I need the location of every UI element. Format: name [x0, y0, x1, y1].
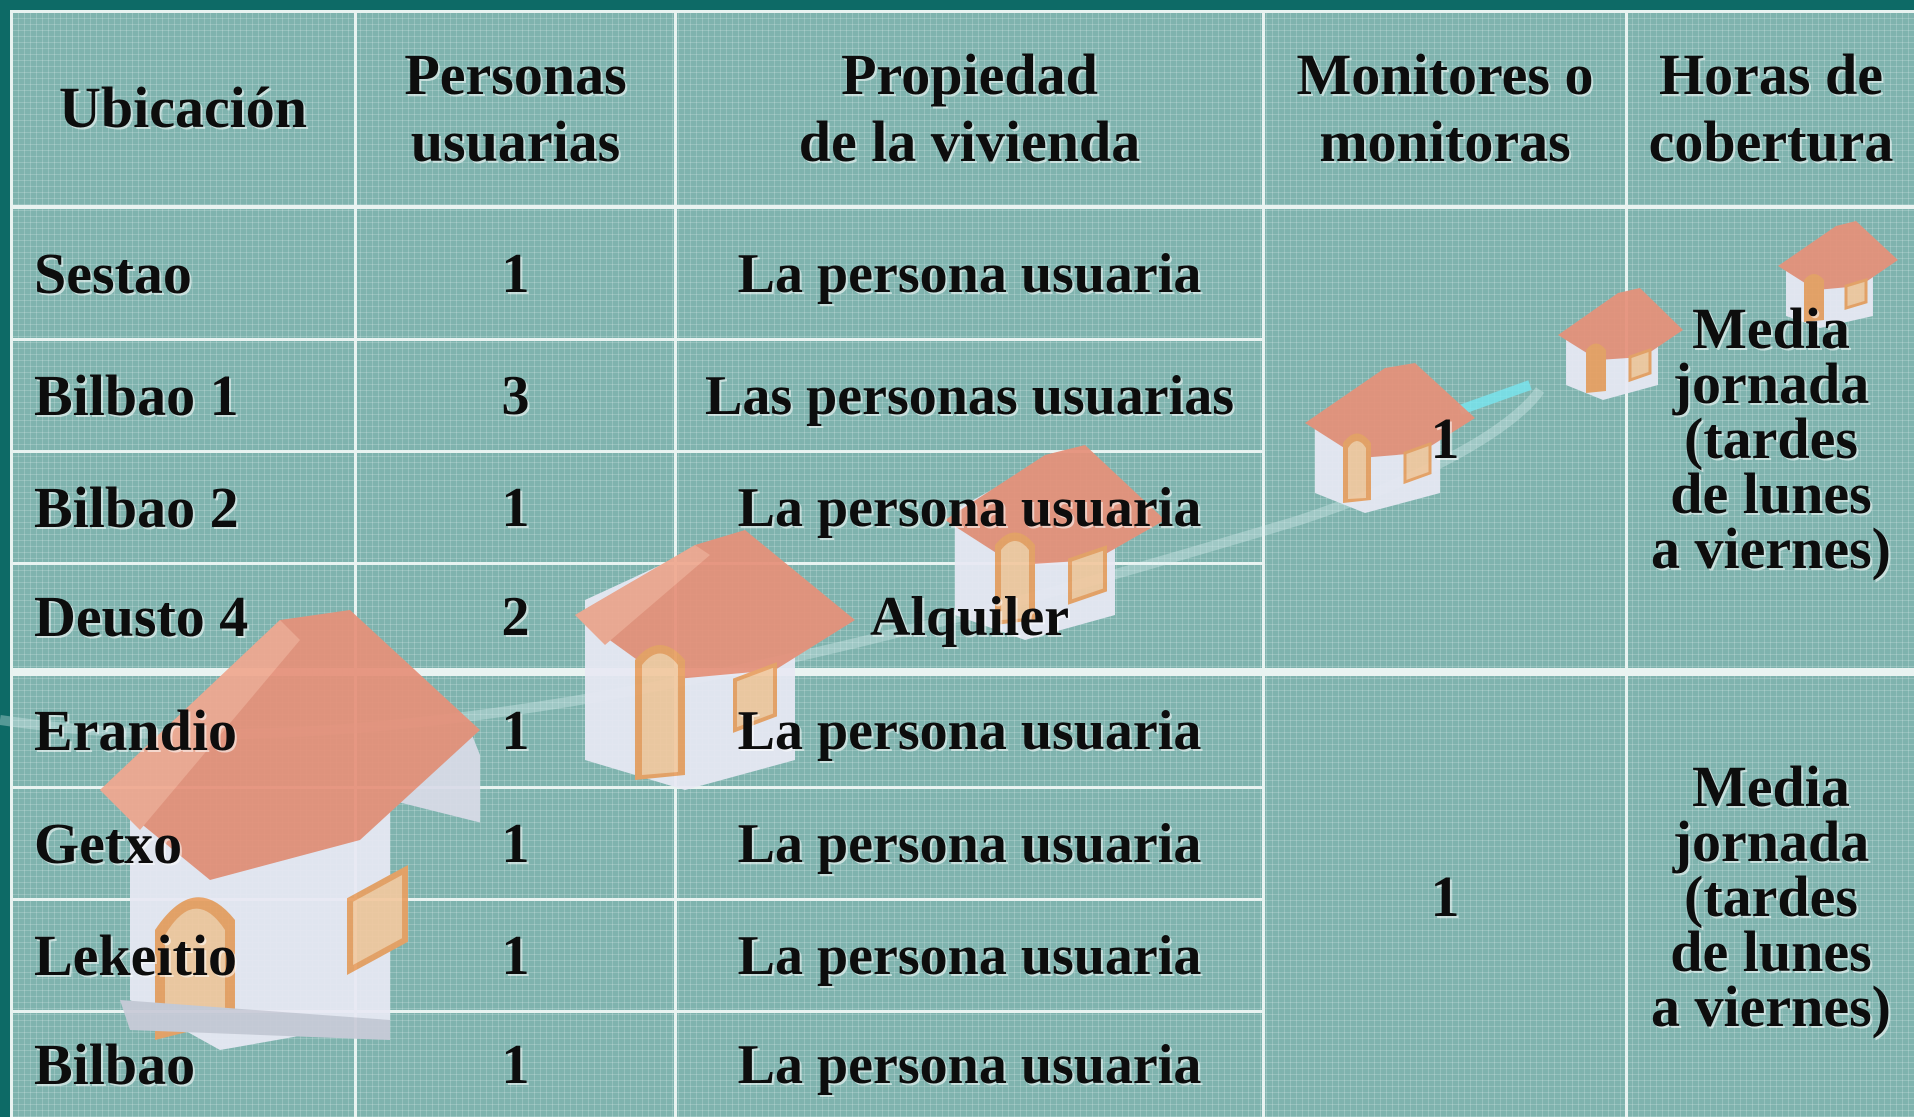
- table-cell-personas: 1: [501, 700, 530, 762]
- header-monitores: Monitores o monitoras: [1296, 41, 1594, 174]
- table-cell-ubicacion: Deusto 4: [34, 583, 249, 649]
- grid-line: [10, 450, 1262, 453]
- grid-line: [10, 205, 1914, 209]
- top-frame: [0, 0, 1914, 10]
- house-icon: [1558, 288, 1683, 400]
- table-cell-horas: Media jornada (tardes de lunes a viernes…: [1651, 753, 1891, 1040]
- grid-line: [10, 786, 1262, 789]
- grid-line: [10, 10, 1914, 13]
- grid-line: [10, 898, 1262, 901]
- grid-line: [1625, 10, 1628, 1117]
- table-cell-propiedad: La persona usuaria: [737, 242, 1202, 305]
- table-cell-ubicacion: Bilbao 2: [34, 474, 239, 540]
- table-cell-personas: 2: [501, 585, 530, 648]
- table-cell-propiedad: La persona usuaria: [737, 924, 1202, 987]
- header-horas: Horas de cobertura: [1648, 41, 1894, 174]
- table-cell-monitores: 1: [1430, 863, 1460, 929]
- table-cell-ubicacion: Bilbao 1: [34, 362, 239, 428]
- table-cell-ubicacion: Bilbao: [34, 1032, 196, 1097]
- table-cell-personas: 1: [501, 924, 530, 987]
- grid-line: [10, 10, 13, 1117]
- house-icon: [100, 610, 480, 1050]
- table-cell-personas: 1: [501, 1034, 530, 1096]
- grid-line: [10, 338, 1262, 341]
- table-cell-monitores: 1: [1430, 405, 1460, 471]
- house-icon: [1778, 221, 1898, 328]
- header-propiedad: Propiedad de la vivienda: [798, 41, 1141, 174]
- table-cell-propiedad: La persona usuaria: [737, 1034, 1202, 1096]
- table-cell-ubicacion: Erandio: [34, 698, 238, 763]
- header-ubicacion: Ubicación: [58, 75, 308, 141]
- table-cell-horas: Media jornada (tardes de lunes a viernes…: [1651, 295, 1891, 582]
- table-cell-ubicacion: Lekeitio: [34, 922, 237, 988]
- grid-line: [1262, 10, 1265, 1117]
- house-icon: [575, 530, 855, 790]
- table-cell-personas: 1: [501, 812, 530, 875]
- table-cell-propiedad: Las personas usuarias: [704, 364, 1235, 427]
- house-icon: [1305, 363, 1475, 513]
- grid-line: [354, 10, 357, 1117]
- table-cell-ubicacion: Getxo: [34, 810, 183, 876]
- table-cell-propiedad: La persona usuaria: [737, 700, 1202, 762]
- house-icon: [945, 445, 1165, 640]
- header-personas: Personas usuarias: [404, 41, 627, 174]
- table-cell-ubicacion: Sestao: [34, 240, 192, 306]
- table-cell-propiedad: La persona usuaria: [737, 476, 1202, 539]
- table-cell-personas: 1: [501, 242, 530, 305]
- grid-line: [10, 562, 1262, 565]
- left-frame: [0, 0, 12, 1117]
- table-cell-propiedad: La persona usuaria: [737, 812, 1202, 875]
- table-cell-propiedad: Alquiler: [869, 585, 1070, 648]
- table-cell-personas: 1: [501, 476, 530, 539]
- grid-line: [10, 1010, 1262, 1013]
- table-cell-personas: 3: [501, 364, 530, 427]
- group-divider: [10, 668, 1914, 676]
